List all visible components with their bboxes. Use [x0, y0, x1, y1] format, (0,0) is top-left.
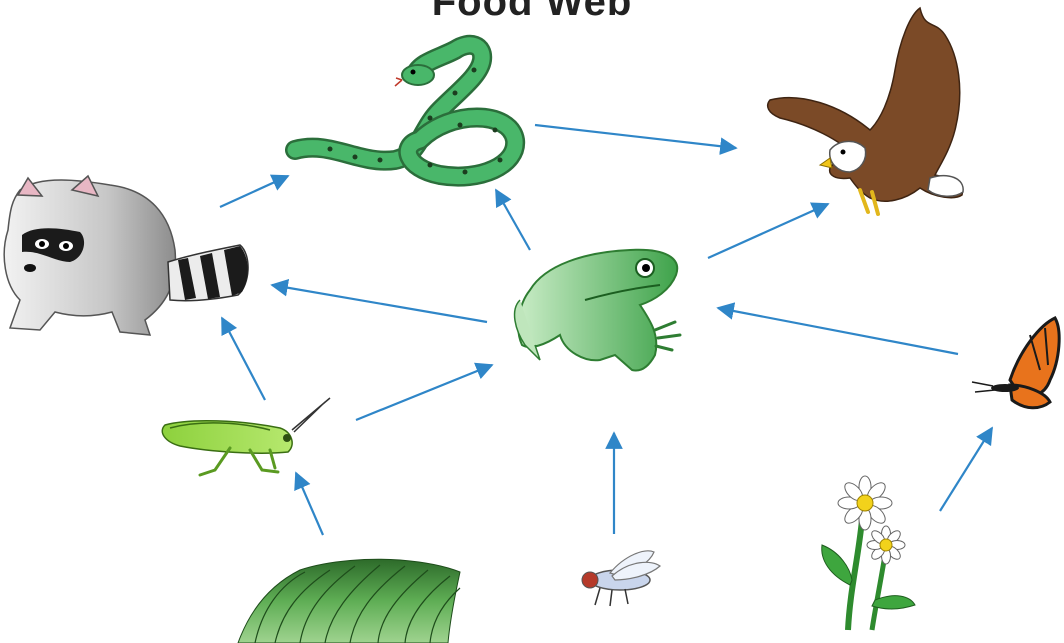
arrow-grasshopper-to-frog	[356, 365, 492, 420]
arrow-flowers-to-butterfly	[940, 428, 992, 511]
grasshopper-icon	[162, 398, 330, 475]
arrow-frog-to-eagle	[708, 204, 828, 258]
snake-icon	[295, 45, 515, 177]
eagle-icon	[768, 8, 963, 214]
arrow-frog-to-raccoon	[272, 285, 487, 322]
arrow-frog-to-snake	[496, 190, 530, 250]
fly-icon	[582, 551, 660, 606]
butterfly-icon	[972, 318, 1059, 408]
raccoon-icon	[4, 176, 248, 335]
arrow-butterfly-to-frog	[718, 308, 958, 354]
arrow-raccoon-to-snake	[220, 176, 288, 207]
grass-icon	[238, 559, 460, 643]
arrow-snake-to-eagle	[535, 125, 736, 148]
arrow-grass-to-grasshopper	[296, 473, 323, 535]
flower-icon	[822, 476, 915, 630]
arrow-grasshopper-to-raccoon	[222, 318, 265, 400]
frog-icon	[515, 250, 680, 371]
